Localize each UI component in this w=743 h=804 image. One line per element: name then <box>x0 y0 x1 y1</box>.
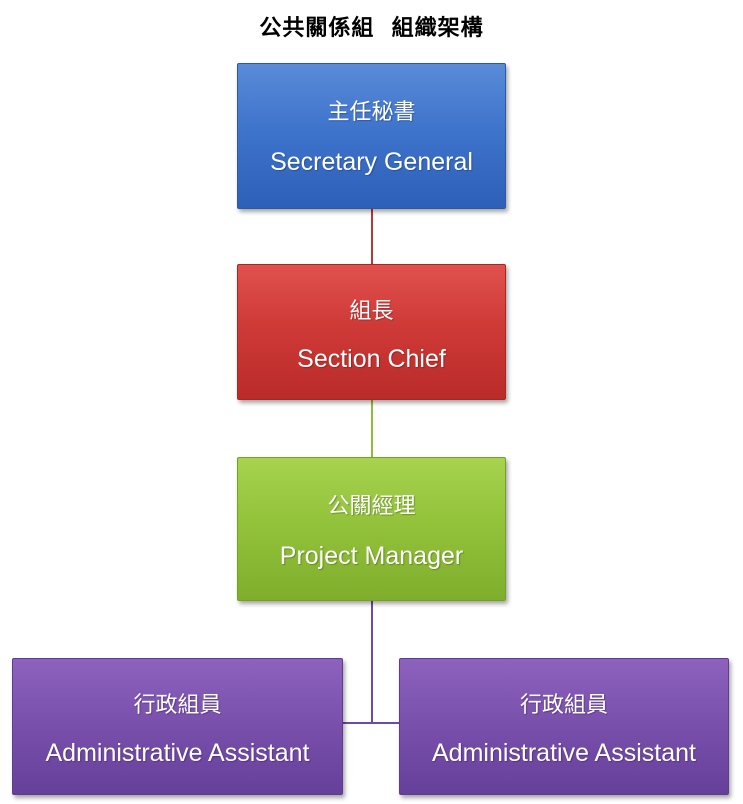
project-manager-zh: 公關經理 <box>327 494 416 519</box>
node-administrative-assistant-right: 行政組員 Administrative Assistant <box>399 658 729 795</box>
section-chief-en: Section Chief <box>297 345 446 373</box>
chart-title: 公共關係組 組織架構 <box>259 16 484 41</box>
node-administrative-assistant-left: 行政組員 Administrative Assistant <box>12 658 343 795</box>
administrative-assistant-left-en: Administrative Assistant <box>45 739 310 767</box>
secretary-general-en: Secretary General <box>270 148 473 176</box>
node-project-manager: 公關經理 Project Manager <box>237 457 506 601</box>
administrative-assistant-right-en: Administrative Assistant <box>432 739 696 767</box>
secretary-general-zh: 主任秘書 <box>327 100 416 125</box>
connector-manager-down <box>371 601 373 723</box>
administrative-assistant-right-zh: 行政組員 <box>519 693 608 718</box>
node-secretary-general: 主任秘書 Secretary General <box>237 63 506 209</box>
section-chief-zh: 組長 <box>349 299 394 324</box>
connector-secretary-to-chief <box>371 209 373 264</box>
node-section-chief: 組長 Section Chief <box>237 264 506 400</box>
connector-assistants-horizontal <box>343 722 400 724</box>
connector-chief-to-manager <box>371 400 373 457</box>
administrative-assistant-left-zh: 行政組員 <box>133 693 222 718</box>
project-manager-en: Project Manager <box>279 542 464 570</box>
